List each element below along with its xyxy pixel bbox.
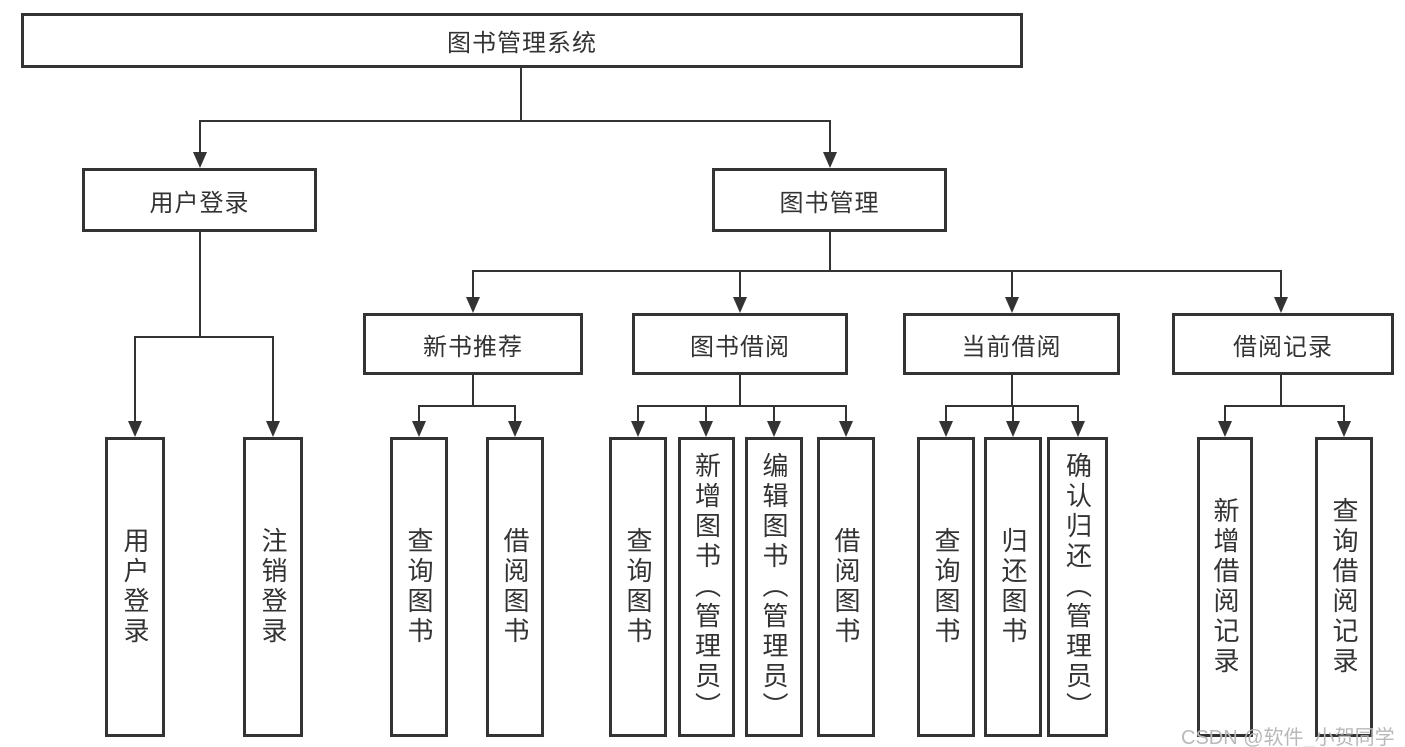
leaf-add-borrow-record-label: 新增借阅记录 <box>1210 497 1240 677</box>
arrowhead-down-icon <box>631 421 645 437</box>
connector-line <box>1343 405 1345 425</box>
connector-line <box>1280 375 1282 407</box>
leaf-user-login-label: 用户登录 <box>120 527 150 647</box>
leaf-logout: 注销登录 <box>243 437 303 737</box>
leaf-query-books-current: 查询图书 <box>917 437 975 737</box>
connector-line <box>1011 375 1013 407</box>
leaf-user-login: 用户登录 <box>105 437 165 737</box>
arrowhead-down-icon <box>767 421 781 437</box>
connector-line <box>739 270 741 301</box>
leaf-query-borrow-record-label: 查询借阅记录 <box>1329 497 1359 677</box>
arrowhead-down-icon <box>1071 421 1085 437</box>
arrowhead-down-icon <box>508 421 522 437</box>
node-book-management-label: 图书管理 <box>779 189 880 217</box>
arrowhead-down-icon <box>466 297 480 313</box>
leaf-return-book-label: 归还图书 <box>998 527 1028 647</box>
leaf-edit-book-admin: 编辑图书（管理员） <box>745 437 803 737</box>
connector-line <box>199 120 201 156</box>
leaf-confirm-return-admin: 确认归还（管理员） <box>1047 437 1108 737</box>
arrowhead-down-icon <box>733 297 747 313</box>
connector-line <box>1012 405 1014 425</box>
leaf-query-borrow-record: 查询借阅记录 <box>1315 437 1373 737</box>
leaf-confirm-return-admin-label: 确认归还（管理员） <box>1062 452 1093 722</box>
connector-line <box>199 120 831 122</box>
node-new-book-recommend: 新书推荐 <box>363 313 583 375</box>
node-book-management: 图书管理 <box>712 168 947 232</box>
connector-line <box>637 405 847 407</box>
node-book-borrow-label: 图书借阅 <box>690 333 790 361</box>
connector-line <box>472 270 1281 272</box>
arrowhead-down-icon <box>266 421 280 437</box>
connector-line <box>514 405 516 425</box>
node-user-login-label: 用户登录 <box>149 189 250 217</box>
leaf-add-book-admin: 新增图书（管理员） <box>678 437 735 737</box>
connector-line <box>134 336 136 425</box>
connector-line <box>418 405 516 407</box>
leaf-query-books-current-label: 查询图书 <box>931 527 961 647</box>
connector-line <box>1011 270 1013 301</box>
leaf-add-book-admin-label: 新增图书（管理员） <box>691 452 722 722</box>
connector-line <box>1224 405 1226 425</box>
connector-line <box>1224 405 1345 407</box>
leaf-borrow-books-borrow-label: 借阅图书 <box>831 527 861 647</box>
connector-line <box>418 405 420 425</box>
arrowhead-down-icon <box>128 421 142 437</box>
watermark: CSDN @软件_小贺同学 <box>1181 727 1395 747</box>
node-current-borrow: 当前借阅 <box>903 313 1120 375</box>
arrowhead-down-icon <box>823 152 837 168</box>
leaf-borrow-books-borrow: 借阅图书 <box>817 437 875 737</box>
arrowhead-down-icon <box>1006 421 1020 437</box>
leaf-query-books-recommend: 查询图书 <box>390 437 448 737</box>
arrowhead-down-icon <box>939 421 953 437</box>
node-current-borrow-label: 当前借阅 <box>961 333 1062 361</box>
node-root-label: 图书管理系统 <box>447 30 597 57</box>
connector-line <box>773 405 775 425</box>
connector-line <box>829 120 831 156</box>
arrowhead-down-icon <box>193 152 207 168</box>
connector-line <box>705 405 707 425</box>
leaf-query-books-borrow: 查询图书 <box>609 437 667 737</box>
node-root: 图书管理系统 <box>21 13 1023 68</box>
node-book-borrow: 图书借阅 <box>632 313 848 375</box>
connector-line <box>829 232 831 272</box>
arrowhead-down-icon <box>699 421 713 437</box>
connector-line <box>845 405 847 425</box>
connector-line <box>134 336 274 338</box>
connector-line <box>472 270 474 301</box>
leaf-query-books-recommend-label: 查询图书 <box>404 527 434 647</box>
arrowhead-down-icon <box>1005 297 1019 313</box>
leaf-logout-label: 注销登录 <box>258 527 288 647</box>
leaf-add-borrow-record: 新增借阅记录 <box>1197 437 1253 737</box>
connector-line <box>520 68 522 121</box>
connector-line <box>637 405 639 425</box>
arrowhead-down-icon <box>1274 297 1288 313</box>
connector-line <box>272 336 274 425</box>
connector-line <box>945 405 947 425</box>
leaf-query-books-borrow-label: 查询图书 <box>623 527 653 647</box>
arrowhead-down-icon <box>839 421 853 437</box>
connector-line <box>199 232 201 338</box>
node-new-book-recommend-label: 新书推荐 <box>423 333 523 361</box>
connector-line <box>1077 405 1079 425</box>
node-borrow-records: 借阅记录 <box>1172 313 1394 375</box>
connector-line <box>1280 270 1282 301</box>
node-user-login: 用户登录 <box>82 168 317 232</box>
leaf-edit-book-admin-label: 编辑图书（管理员） <box>759 452 789 722</box>
node-borrow-records-label: 借阅记录 <box>1233 333 1333 361</box>
connector-line <box>739 375 741 407</box>
leaf-borrow-books-recommend: 借阅图书 <box>486 437 544 737</box>
arrowhead-down-icon <box>1218 421 1232 437</box>
leaf-return-book: 归还图书 <box>984 437 1042 737</box>
leaf-borrow-books-recommend-label: 借阅图书 <box>500 527 530 647</box>
arrowhead-down-icon <box>1337 421 1351 437</box>
connector-line <box>472 375 474 407</box>
arrowhead-down-icon <box>412 421 426 437</box>
